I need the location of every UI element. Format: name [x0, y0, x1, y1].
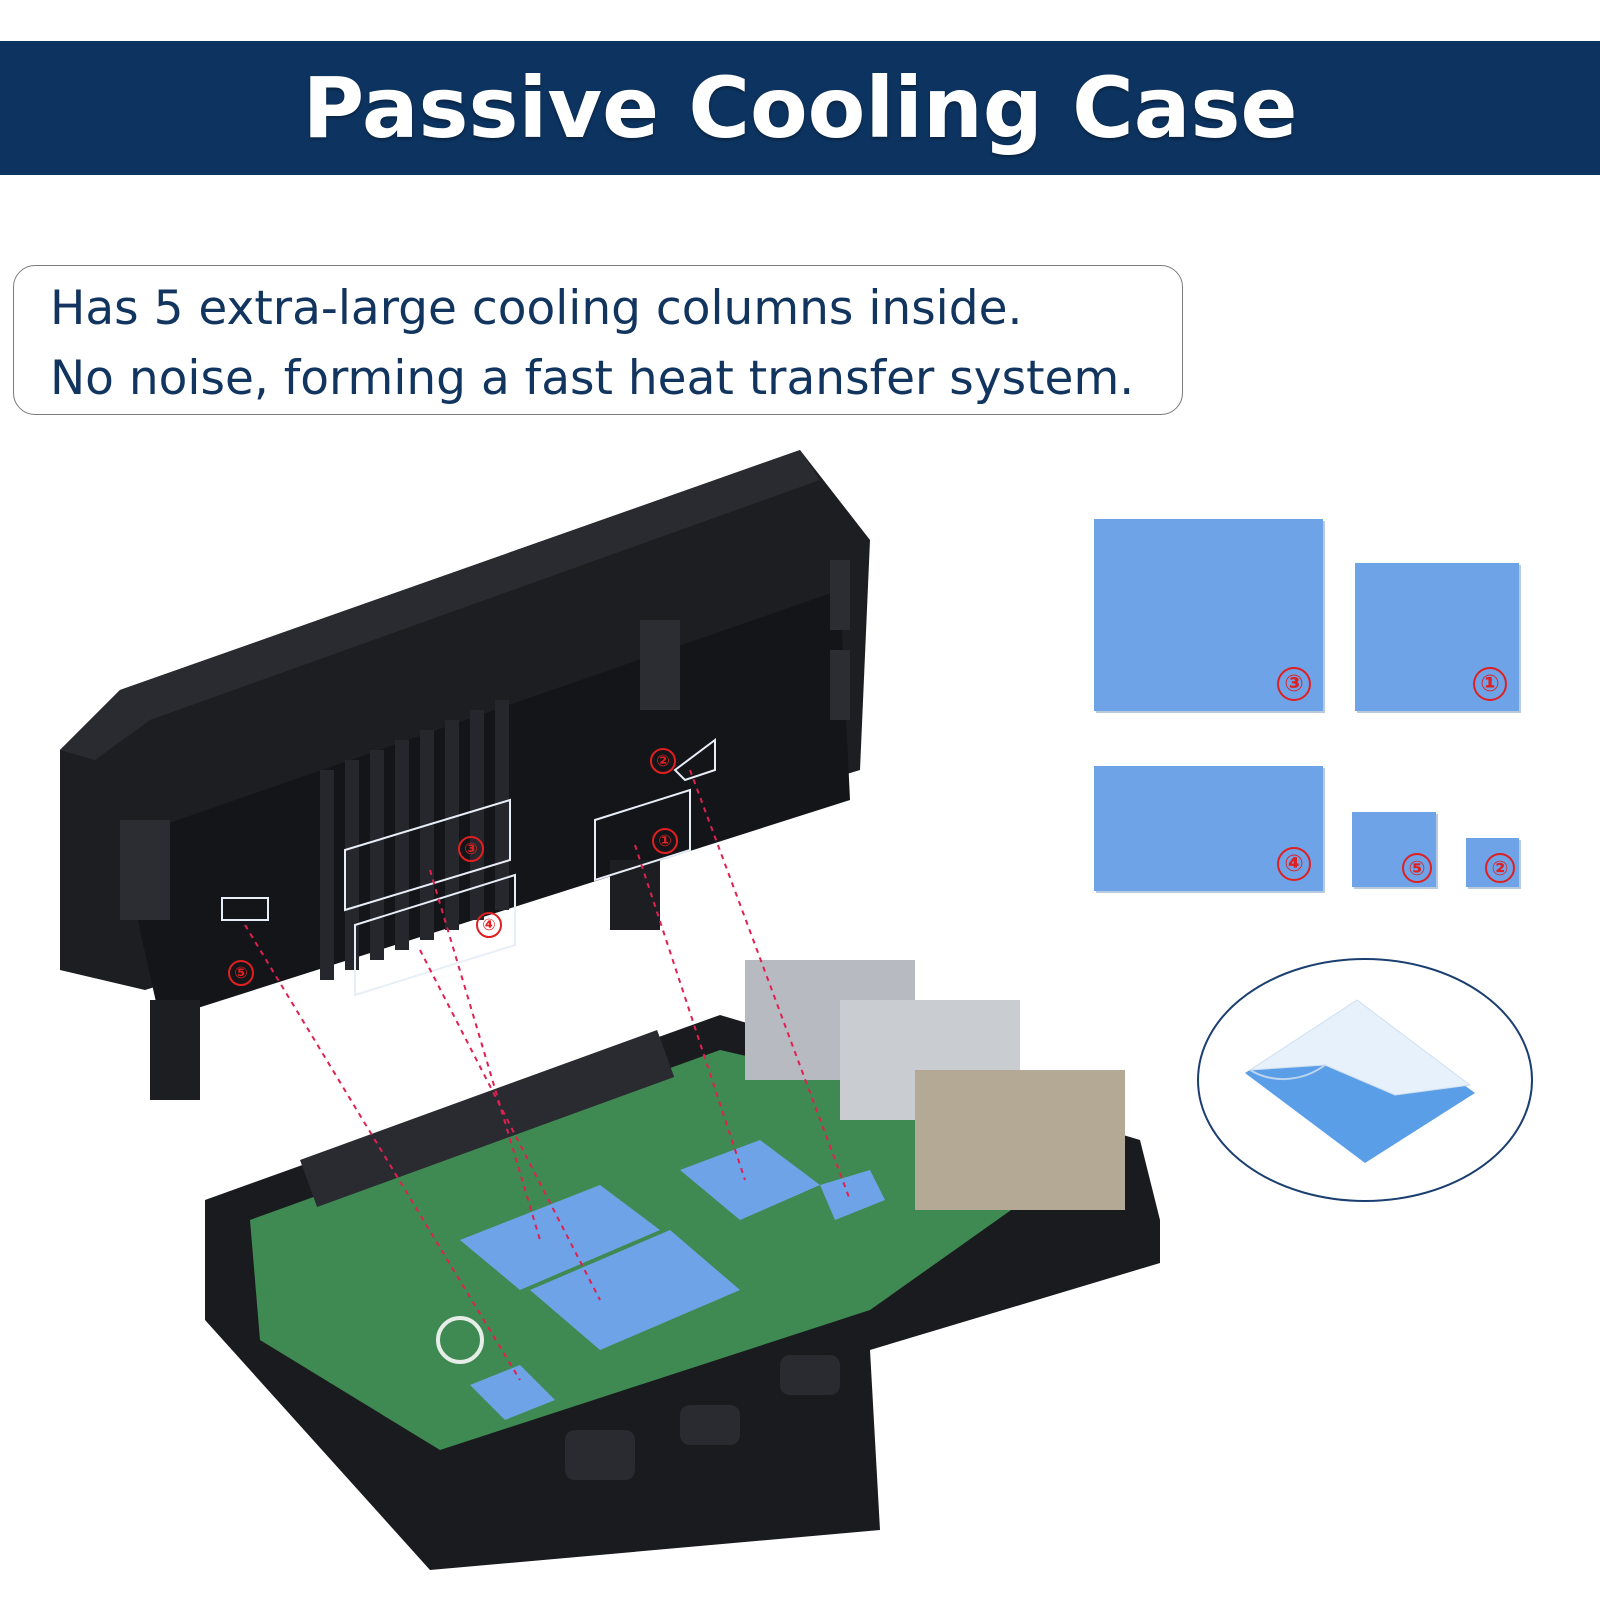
thermal-pad-label: ②	[1485, 853, 1515, 883]
thermal-pad-4: ④	[1094, 766, 1323, 891]
feature-line-1: Has 5 extra-large cooling columns inside…	[50, 281, 1023, 336]
case-lid	[60, 450, 870, 1100]
thermal-pad-3: ③	[1094, 519, 1323, 711]
thermal-pad-label: ⑤	[1402, 853, 1432, 883]
thermal-pad-peel-icon	[1197, 958, 1533, 1202]
thermal-pad-label: ③	[1277, 667, 1311, 701]
feature-line-2: No noise, forming a fast heat transfer s…	[50, 351, 1135, 406]
thermal-pad-label: ①	[1473, 667, 1507, 701]
lid-callout-2: ②	[650, 748, 676, 774]
title-banner: Passive Cooling Case	[0, 41, 1600, 175]
lid-callout-4: ④	[476, 912, 502, 938]
lid-callout-1: ①	[652, 828, 678, 854]
thermal-pad-1: ①	[1355, 563, 1519, 711]
lid-callout-5: ⑤	[228, 960, 254, 986]
raspberry-logo-icon	[436, 1316, 484, 1364]
case-base	[205, 960, 1160, 1570]
pad-connector-lines	[244, 769, 851, 1381]
lid-pad-outlines	[221, 738, 716, 997]
thermal-pad-5: ⑤	[1352, 812, 1436, 887]
lid-callout-3: ③	[458, 836, 484, 862]
feature-description-box: Has 5 extra-large cooling columns inside…	[13, 265, 1183, 415]
case-and-board-illustration	[60, 450, 1160, 1570]
thermal-pad-2: ②	[1466, 838, 1519, 887]
page-title: Passive Cooling Case	[302, 59, 1298, 157]
thermal-pad-label: ④	[1277, 847, 1311, 881]
